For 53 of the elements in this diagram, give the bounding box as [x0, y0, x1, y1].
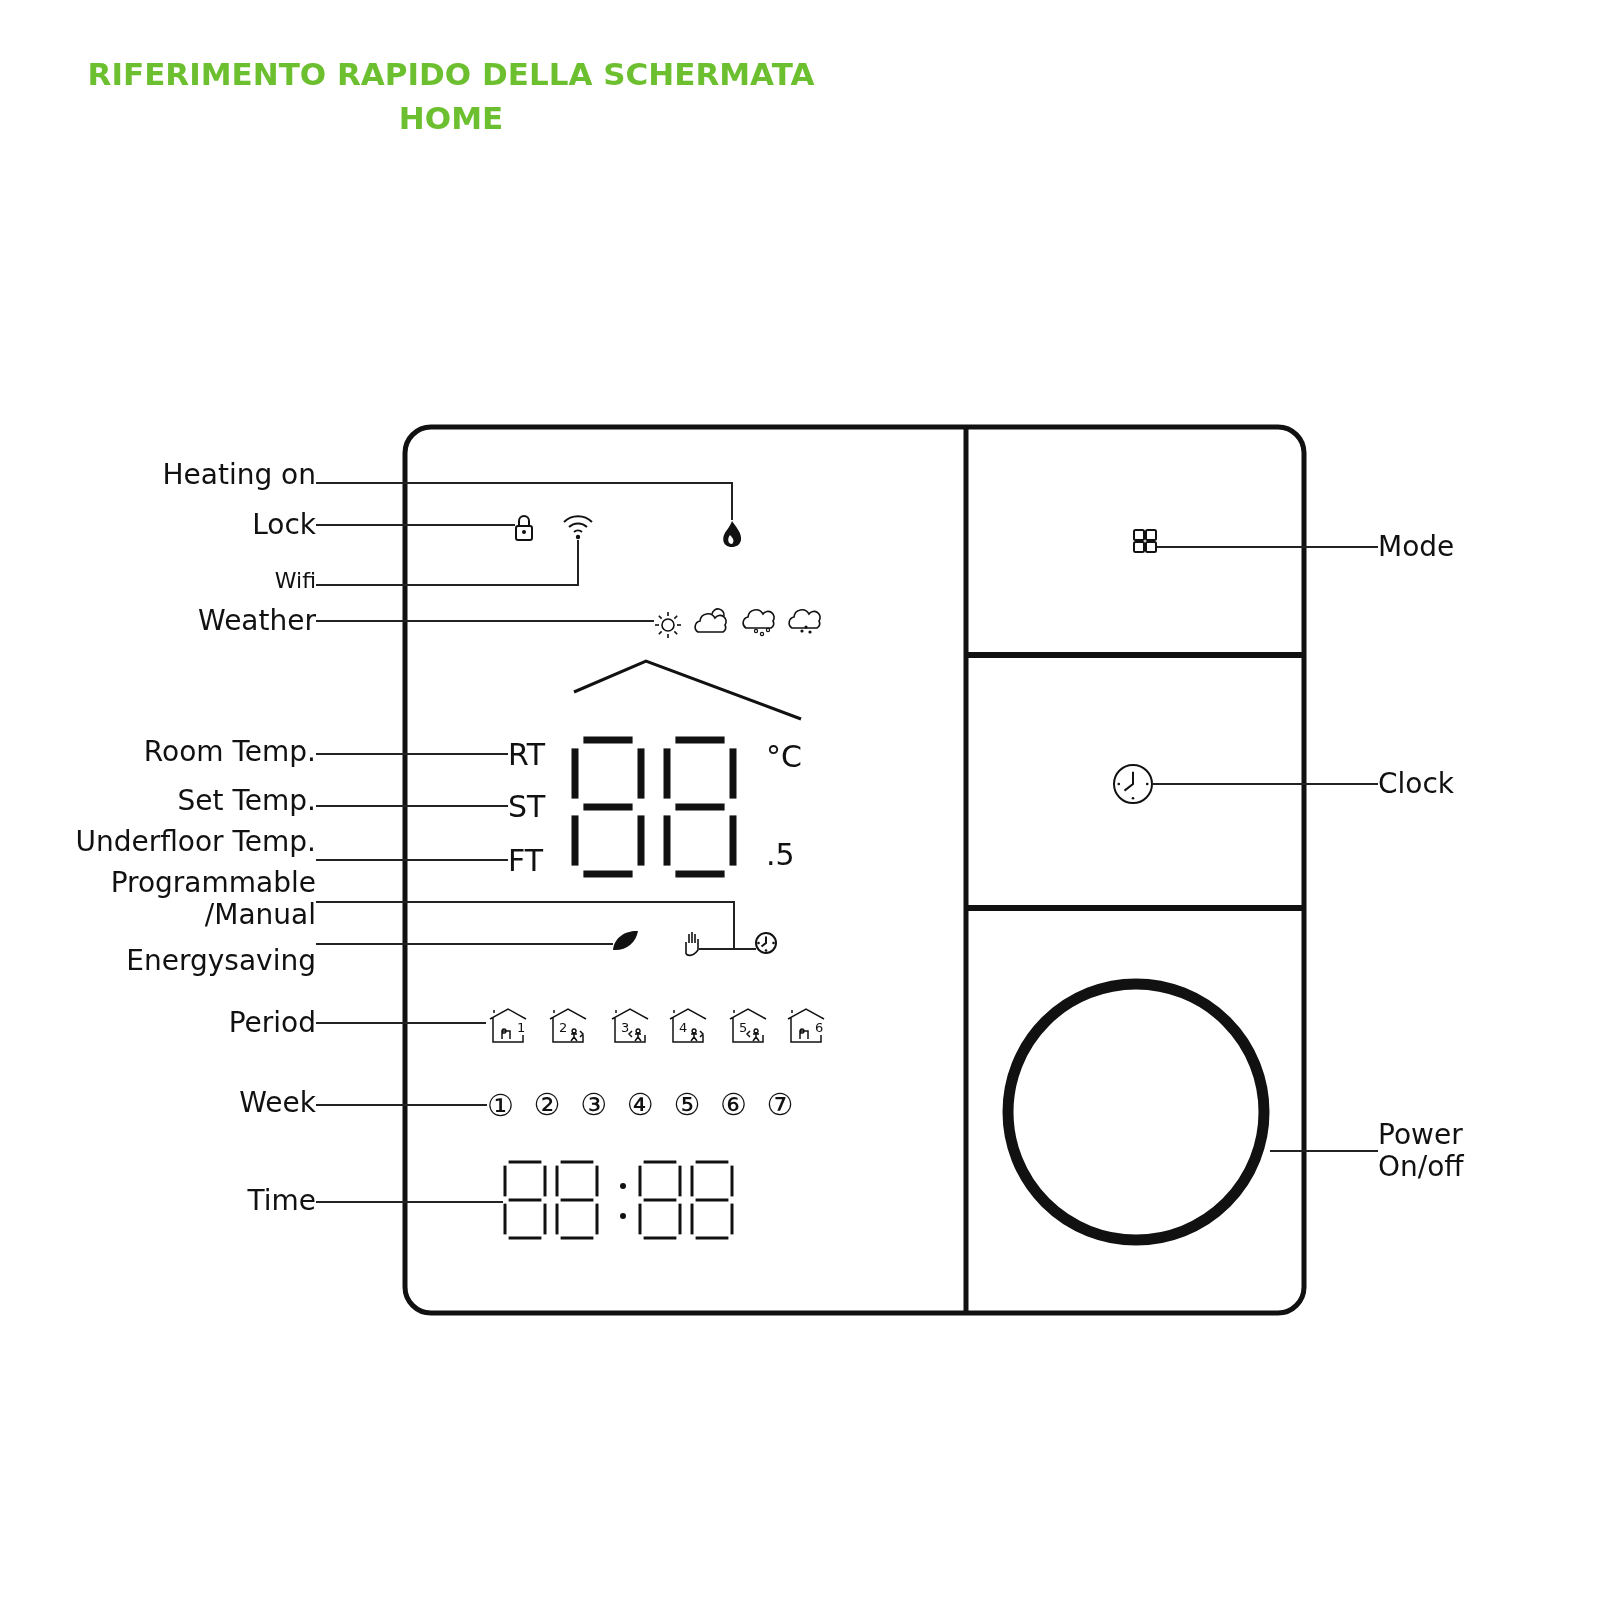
- day-number: ②: [533, 1087, 561, 1123]
- time-display: [503, 1160, 734, 1240]
- indicator-label: ST: [508, 788, 547, 824]
- callout-label: Set Temp.: [176, 785, 316, 817]
- leader-line: [315, 1104, 488, 1106]
- title: RIFERIMENTO RAPIDO DELLA SCHERMATA HOME: [86, 55, 816, 138]
- leader-line: [315, 482, 733, 521]
- day-number: ⑦: [766, 1087, 794, 1123]
- leader-line: [315, 539, 579, 586]
- leader-line: [315, 620, 655, 622]
- leader-line: [315, 859, 509, 861]
- day-number: ③: [580, 1087, 608, 1123]
- leader-line: [1156, 546, 1379, 548]
- flame-icon: [723, 521, 742, 547]
- callout-label: Programmable /Manual: [109, 867, 316, 931]
- wifi-icon: [563, 515, 593, 540]
- callout-label: Mode: [1378, 531, 1456, 563]
- leader-line: [315, 753, 509, 755]
- dial-knob: [1002, 978, 1270, 1246]
- callout-label: Heating on: [161, 459, 316, 491]
- callout-label: Power On/off: [1378, 1119, 1465, 1183]
- leaf-icon: [613, 930, 638, 951]
- day-number: ⑤: [673, 1087, 701, 1123]
- leader-line: [1269, 1150, 1379, 1152]
- callout-label: Underfloor Temp.: [74, 826, 316, 858]
- clock-icon: [1113, 764, 1153, 804]
- callout-label: Period: [227, 1007, 316, 1039]
- callout-label: Weather: [197, 605, 316, 637]
- day-number: ⑥: [720, 1087, 747, 1123]
- callout-label: Wifi: [273, 567, 316, 593]
- decimal-label: .5: [766, 837, 795, 873]
- callout-label: Room Temp.: [142, 736, 316, 768]
- day-number: ①: [487, 1087, 515, 1123]
- callout-label: Clock: [1378, 768, 1456, 800]
- indicator-label: FT: [508, 842, 545, 878]
- sun-icon: [654, 611, 682, 639]
- callout-label: Lock: [251, 509, 316, 541]
- leader-line: [315, 1022, 487, 1024]
- leader-line: [315, 524, 516, 526]
- leader-line: [1152, 783, 1379, 785]
- leader-line: [315, 943, 614, 945]
- padlock-icon: [515, 515, 533, 541]
- day-number: ④: [626, 1087, 654, 1123]
- callout-label: Energysaving: [125, 945, 316, 977]
- hand-icon: [685, 931, 699, 957]
- callout-label: Week: [238, 1087, 316, 1119]
- grid-icon: [1133, 529, 1157, 553]
- unit-label: °C: [766, 739, 802, 775]
- clock-icon: [755, 932, 777, 954]
- indicator-label: RT: [508, 736, 546, 772]
- callout-label: Time: [246, 1185, 316, 1217]
- leader-line: [315, 1201, 504, 1203]
- leader-line: [315, 805, 509, 807]
